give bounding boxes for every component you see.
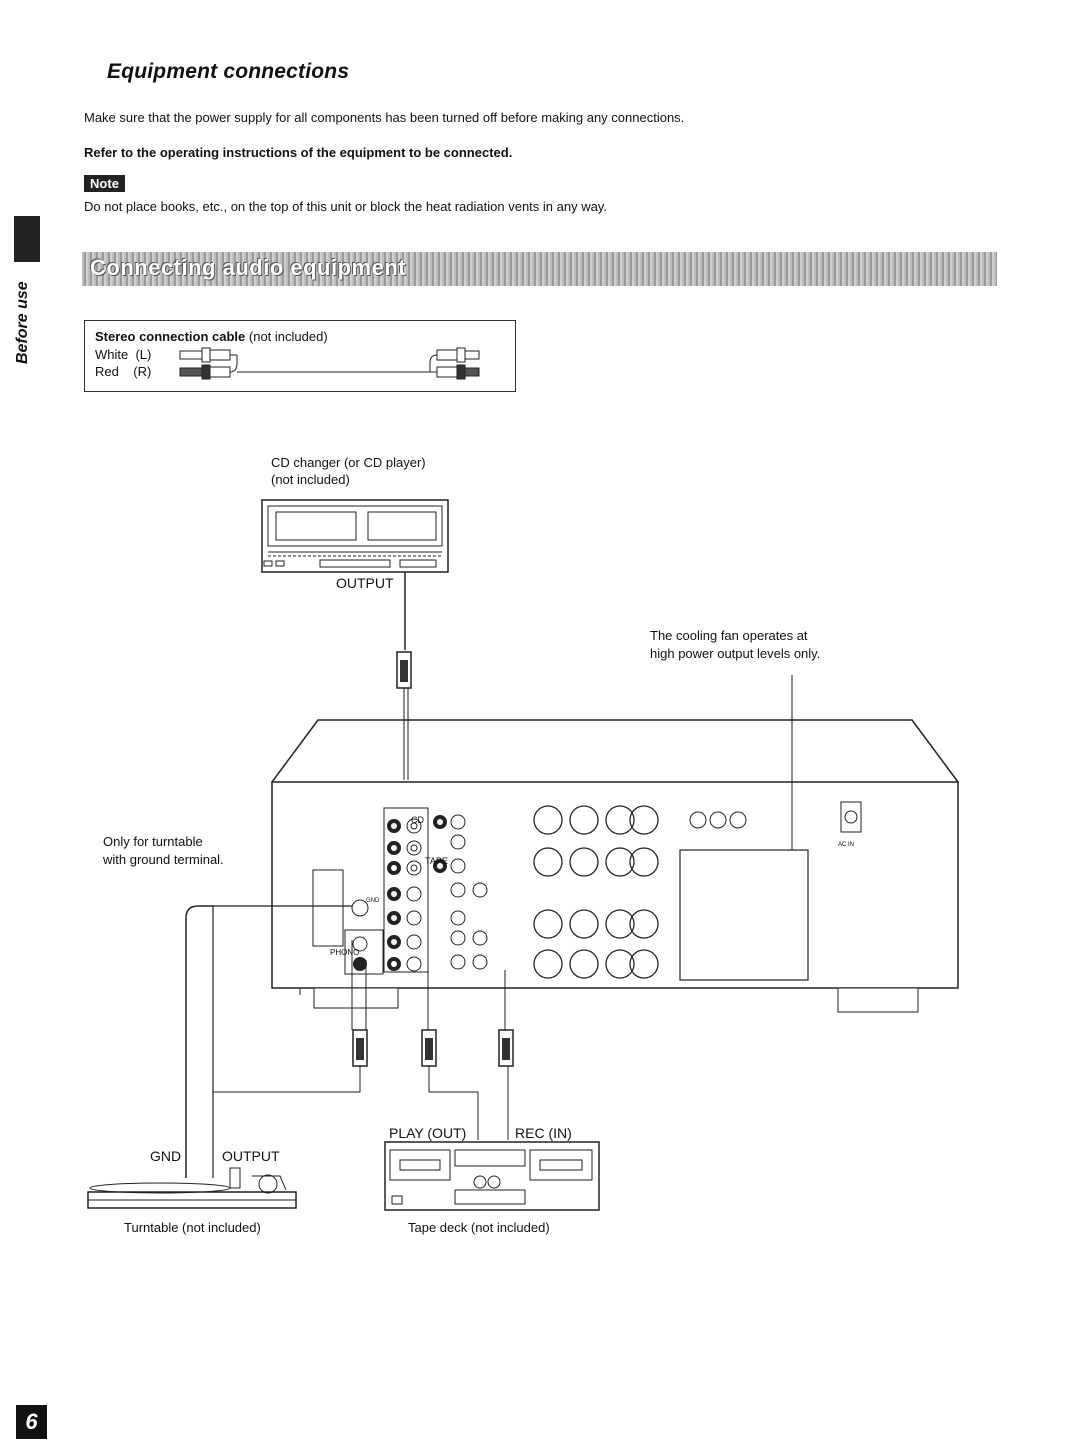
cable-legend-title: Stereo connection cable (not included) [95,329,328,344]
cable-white-label: White (L) [95,347,152,362]
panel-phono-label: PHONO [330,948,360,957]
cd-output-label: OUTPUT [336,575,394,591]
speaker-terminals [533,805,747,979]
video-jacks [433,814,488,970]
fan-note-line1: The cooling fan operates at [650,628,808,643]
turntable-note-line2: with ground terminal. [103,852,224,867]
intro-text: Make sure that the power supply for all … [84,110,685,125]
tape-deck [384,1141,600,1211]
cable-legend-box: Stereo connection cable (not included) W… [84,320,516,392]
cable-legend-title-bold: Stereo connection cable [95,329,246,344]
fan-note-line2: high power output levels only. [650,646,821,661]
cd-changer-label: CD changer (or CD player) [271,455,426,470]
turntable-caption: Turntable (not included) [124,1220,261,1235]
panel-gnd-label: GND [366,898,380,904]
panel-cd-label: CD [411,815,424,825]
cd-changer [261,499,449,573]
note-text: Do not place books, etc., on the top of … [84,199,607,214]
cd-changer-sublabel: (not included) [271,472,350,487]
audio-input-jacks [344,807,429,975]
tape-deck-caption: Tape deck (not included) [408,1220,550,1235]
side-tab-marker [14,216,40,262]
cable-red-label: Red (R) [95,364,152,379]
note-badge: Note [84,175,125,192]
refer-text: Refer to the operating instructions of t… [84,145,513,160]
tape-rec-in-label: REC (IN) [515,1125,572,1141]
cable-legend-title-rest: (not included) [248,329,328,344]
section-banner: Connecting audio equipment [82,252,997,286]
turntable-note-line1: Only for turntable [103,834,203,849]
panel-tape-label: TAPE [425,856,448,866]
cable-illustration [179,347,480,380]
section-banner-title: Connecting audio equipment [90,255,407,280]
turntable [87,1167,297,1209]
turntable-gnd-label: GND [150,1148,182,1164]
page-title: Equipment connections [107,60,350,83]
tape-play-out-label: PLAY (OUT) [389,1125,467,1141]
turntable-output-label: OUTPUT [222,1148,280,1164]
svg-text:AC IN: AC IN [838,842,854,848]
amplifier-rear-panel: AC IN [271,719,959,1013]
page-number: 6 [16,1405,47,1439]
